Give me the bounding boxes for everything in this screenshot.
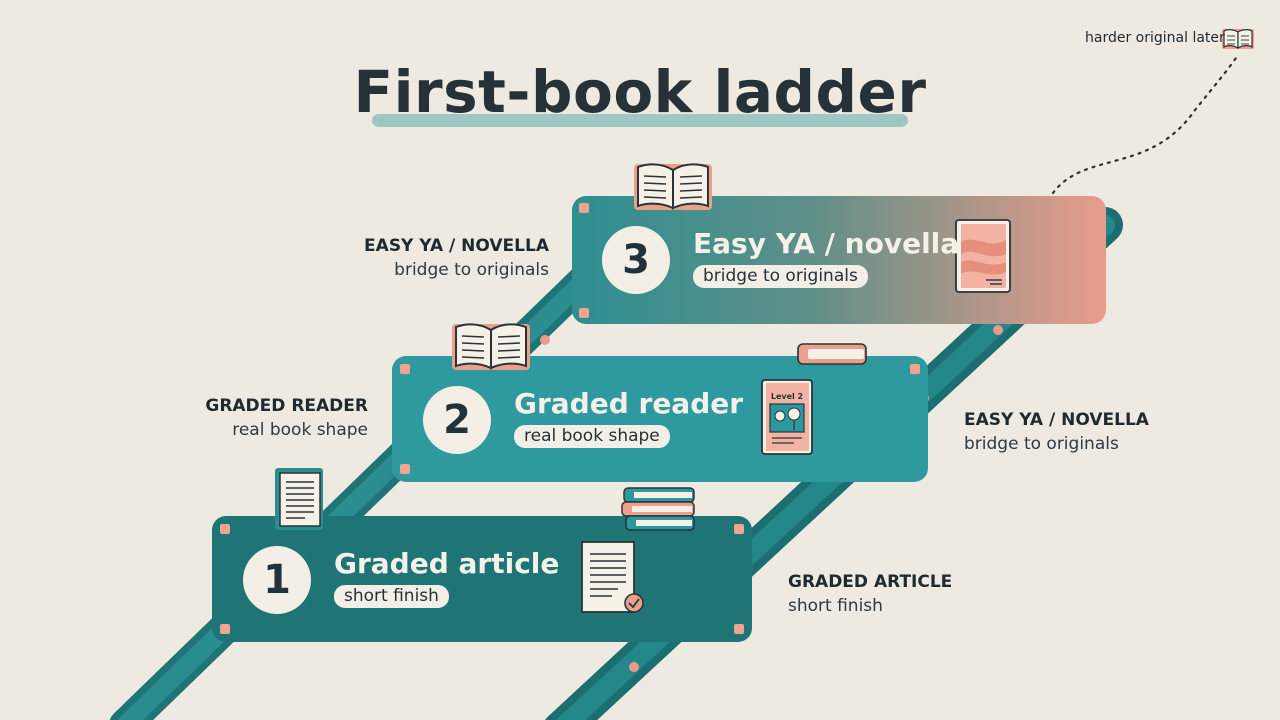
- step-2-title: Graded reader: [514, 387, 744, 420]
- callout-right-bot: GRADED ARTICLE short finish: [788, 570, 952, 618]
- callout-left-top: EASY YA / NOVELLA bridge to originals: [340, 234, 549, 282]
- ladder-rail-left: [109, 239, 626, 720]
- open-book-icon: [634, 163, 712, 210]
- lying-book-icon: [797, 343, 867, 365]
- card-2-corners: [400, 364, 920, 474]
- callout-title: EASY YA / NOVELLA: [964, 410, 1149, 430]
- article-check-icon: [581, 541, 644, 613]
- step-2-subtitle: real book shape: [514, 425, 670, 448]
- callout-subtitle: real book shape: [232, 420, 368, 440]
- step-3-title: Easy YA / novella: [693, 227, 960, 260]
- step-3-number: 3: [602, 226, 670, 294]
- callout-title: EASY YA / NOVELLA: [364, 236, 549, 256]
- step-1-subtitle: short finish: [334, 585, 449, 608]
- card-3-corners: [579, 203, 589, 318]
- callout-title: GRADED ARTICLE: [788, 572, 953, 592]
- harder-original-note: harder original later: [1085, 30, 1225, 46]
- novella-book-icon: [955, 219, 1011, 293]
- title-underline: [372, 114, 908, 127]
- callout-title: GRADED READER: [205, 396, 368, 416]
- book-cover-label: Level 2: [771, 392, 803, 401]
- document-icon: [275, 468, 323, 530]
- callout-subtitle: bridge to originals: [964, 434, 1119, 454]
- step-1-number: 1: [243, 546, 311, 614]
- step-1-title: Graded article: [334, 547, 560, 580]
- graded-reader-book-icon: Level 2: [761, 379, 813, 455]
- step-3-subtitle: bridge to originals: [693, 265, 868, 288]
- callout-left-mid: GRADED READER real book shape: [160, 394, 368, 442]
- open-book-icon: [452, 323, 530, 370]
- callout-subtitle: short finish: [788, 596, 883, 616]
- small-open-book-icon: [1222, 29, 1254, 50]
- callout-right-mid: EASY YA / NOVELLA bridge to originals: [964, 408, 1149, 456]
- step-2-number: 2: [423, 386, 491, 454]
- page-title: First-book ladder: [353, 58, 927, 126]
- callout-subtitle: bridge to originals: [394, 260, 549, 280]
- book-stack-icon: [621, 487, 695, 531]
- card-1-corners: [220, 524, 744, 634]
